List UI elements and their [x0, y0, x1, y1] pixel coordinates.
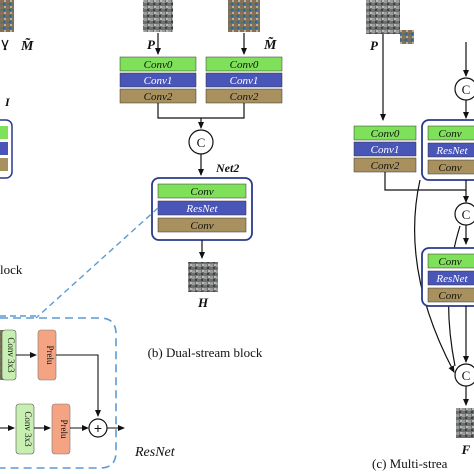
multi-net-top-conv2-label: Conv — [438, 162, 461, 174]
output-label-h: H — [197, 295, 209, 310]
multi-output-image — [456, 408, 474, 438]
caption-multi-stream: (c) Multi-strea — [372, 456, 448, 471]
net2-conv-top-label: Conv — [190, 186, 213, 198]
arrow-upper-to-sum — [56, 354, 101, 417]
merge-connector — [157, 103, 245, 119]
input-image-m — [228, 0, 260, 32]
stream-p-blocks: Conv0 Conv1 Conv2 — [119, 56, 197, 104]
lower-conv-label: Conv 3x3 — [23, 411, 33, 447]
net2-conv-top — [157, 183, 247, 199]
upper-prelu-label: Prelu — [45, 346, 55, 365]
resnet-detail-panel: Conv 3x3 Prelu Conv 3x3 Prelu + ResNet — [0, 317, 176, 469]
resnet-dashed-frame — [0, 317, 117, 469]
multi-net-mid-conv-label: Conv — [438, 256, 461, 268]
stream-p-conv0-label: Conv0 — [144, 59, 173, 71]
skip-curve-outer — [413, 179, 455, 373]
multi-merge-connector — [384, 172, 467, 191]
resnet-label: ResNet — [134, 445, 176, 460]
multi-net-top-resnet — [427, 142, 474, 158]
multi-net-mid-conv — [427, 253, 474, 269]
stream-m-blocks: Conv0 Conv1 Conv2 — [205, 56, 283, 104]
input-label-p: P — [147, 37, 156, 52]
left-i-label: I — [4, 95, 11, 109]
multi-left-conv1-label: Conv1 — [371, 144, 400, 156]
multi-net-mid-resnet-label: ResNet — [435, 273, 468, 285]
left-partial-panel: M̃ I lock — [0, 0, 34, 277]
multi-concat-symbol-3: C — [462, 368, 471, 383]
multi-net-top-conv-label: Conv — [438, 128, 461, 140]
stream-m-conv1-label: Conv1 — [230, 75, 259, 87]
multi-left-conv1 — [353, 141, 417, 157]
multi-input-label-p: P — [370, 38, 379, 53]
multi-input-image-p — [366, 0, 400, 34]
multi-stream-panel: P C Conv0 Conv1 Conv2 Conv ResNet Conv C — [353, 0, 474, 471]
multi-left-conv0 — [353, 125, 417, 141]
multi-output-label: F — [461, 442, 471, 457]
stream-p-conv1-label: Conv1 — [144, 75, 173, 87]
multi-concat-symbol-1: C — [462, 82, 471, 97]
input-label-m: M̃ — [263, 36, 277, 53]
zoom-line-helper — [36, 215, 158, 318]
multi-input-image-2 — [400, 30, 414, 44]
left-resnet-block — [0, 142, 8, 155]
left-conv-block-2 — [0, 158, 8, 171]
left-input-image — [0, 0, 14, 32]
lower-conv-block — [15, 403, 35, 455]
sum-symbol: + — [94, 420, 102, 436]
left-block-label: lock — [0, 262, 23, 277]
multi-left-conv2-label: Conv2 — [371, 160, 400, 172]
stream-m-conv0 — [205, 56, 283, 72]
left-m-tilde-label: M̃ — [20, 37, 34, 54]
multi-net-top-resnet-label: ResNet — [435, 145, 468, 157]
upper-conv-label: Conv 3x3 — [6, 337, 16, 373]
multi-net-mid-conv2-label: Conv — [438, 290, 461, 302]
left-net-frame — [0, 119, 13, 179]
stream-m-conv2-label: Conv2 — [230, 91, 259, 103]
concat-symbol: C — [197, 135, 206, 150]
stream-p-conv1 — [119, 72, 197, 88]
net2-conv-bottom-label: Conv — [190, 220, 213, 232]
multi-net-mid-conv2 — [427, 287, 474, 303]
stream-p-conv0 — [119, 56, 197, 72]
net2-conv-bottom — [157, 217, 247, 233]
multi-left-conv0-label: Conv0 — [371, 128, 400, 140]
zoom-line-upper — [35, 207, 159, 319]
left-conv-block — [0, 126, 8, 139]
dual-stream-panel: P M̃ Conv0 Conv1 Conv2 Conv0 Conv1 Conv2… — [119, 0, 283, 360]
lower-prelu-block — [51, 403, 71, 455]
stream-p-conv2-label: Conv2 — [144, 91, 173, 103]
multi-concat-symbol-2: C — [462, 207, 471, 222]
input-image-p — [143, 0, 173, 32]
stream-m-conv1 — [205, 72, 283, 88]
output-image-h — [188, 262, 218, 292]
caption-dual-stream: (b) Dual-stream block — [148, 345, 263, 360]
net2-label: Net2 — [215, 161, 239, 175]
lower-prelu-label: Prelu — [59, 420, 69, 439]
multi-net-mid-resnet — [427, 270, 474, 286]
stream-m-conv0-label: Conv0 — [230, 59, 259, 71]
left-partial-glyph — [1, 39, 9, 51]
multi-net-top-conv2 — [427, 159, 474, 175]
net2-resnet-label: ResNet — [185, 203, 218, 215]
multi-net-top-conv — [427, 125, 474, 141]
